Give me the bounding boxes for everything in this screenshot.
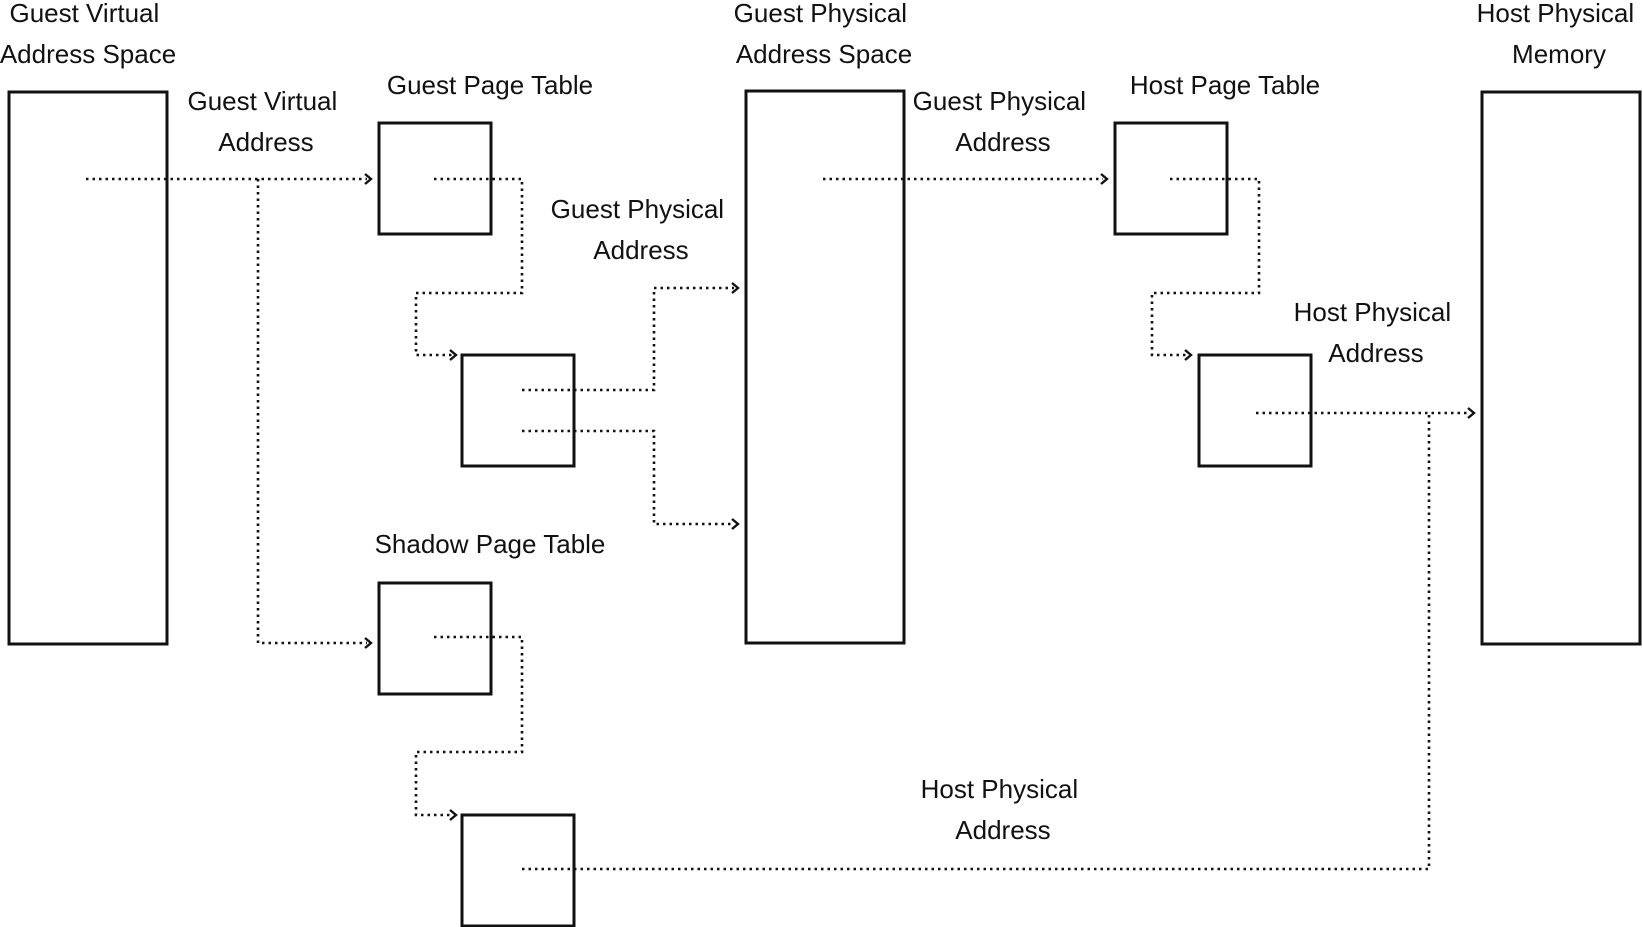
shadow-page-table-level1-box xyxy=(377,581,493,696)
host-page-table-label: Host Page Table xyxy=(1130,70,1320,100)
guest-physical-address-right-label: Guest Physical Address xyxy=(913,86,1094,157)
shadow-page-table-level2-box xyxy=(460,813,576,927)
arrowhead xyxy=(364,637,373,649)
guest-physical-upper-connector xyxy=(522,286,734,392)
host-page-table-walk-connector xyxy=(1150,177,1261,357)
host-physical-address-upper-label: Host Physical Address xyxy=(1294,297,1459,368)
host-physical-lower-connector xyxy=(522,413,1431,871)
guest-physical-lower-connector xyxy=(522,429,734,526)
arrowhead xyxy=(449,809,458,821)
arrowhead xyxy=(1184,349,1193,361)
arrowhead xyxy=(364,173,373,185)
guest-virtual-to-shadow-connector xyxy=(256,179,367,645)
guest-physical-address-space-box xyxy=(744,89,906,645)
arrowhead xyxy=(449,349,458,361)
guest-virtual-address-label: Guest Virtual Address xyxy=(187,86,344,157)
arrowhead xyxy=(1467,407,1476,419)
host-physical-memory-label: Host Physical Memory xyxy=(1477,0,1642,69)
host-physical-address-lower-label: Host Physical Address xyxy=(921,774,1086,845)
guest-physical-space-label: Guest Physical Address Space xyxy=(734,0,915,69)
arrowhead xyxy=(731,518,740,530)
guest-page-table-level2-box xyxy=(460,353,576,468)
arrowhead xyxy=(731,282,740,294)
guest-virtual-address-space-box xyxy=(7,90,169,646)
guest-page-table-label: Guest Page Table xyxy=(387,70,593,100)
arrowhead xyxy=(1100,173,1109,185)
guest-physical-address-mid-label: Guest Physical Address xyxy=(551,194,732,265)
host-page-table-level2-box xyxy=(1197,353,1313,468)
guest-page-table-walk-connector xyxy=(414,177,524,357)
shadow-page-table-walk-connector xyxy=(414,635,524,817)
shadow-page-table-label: Shadow Page Table xyxy=(375,529,606,559)
guest-virtual-space-label: Guest Virtual Address Space xyxy=(0,0,176,69)
host-physical-memory-box xyxy=(1480,90,1642,646)
